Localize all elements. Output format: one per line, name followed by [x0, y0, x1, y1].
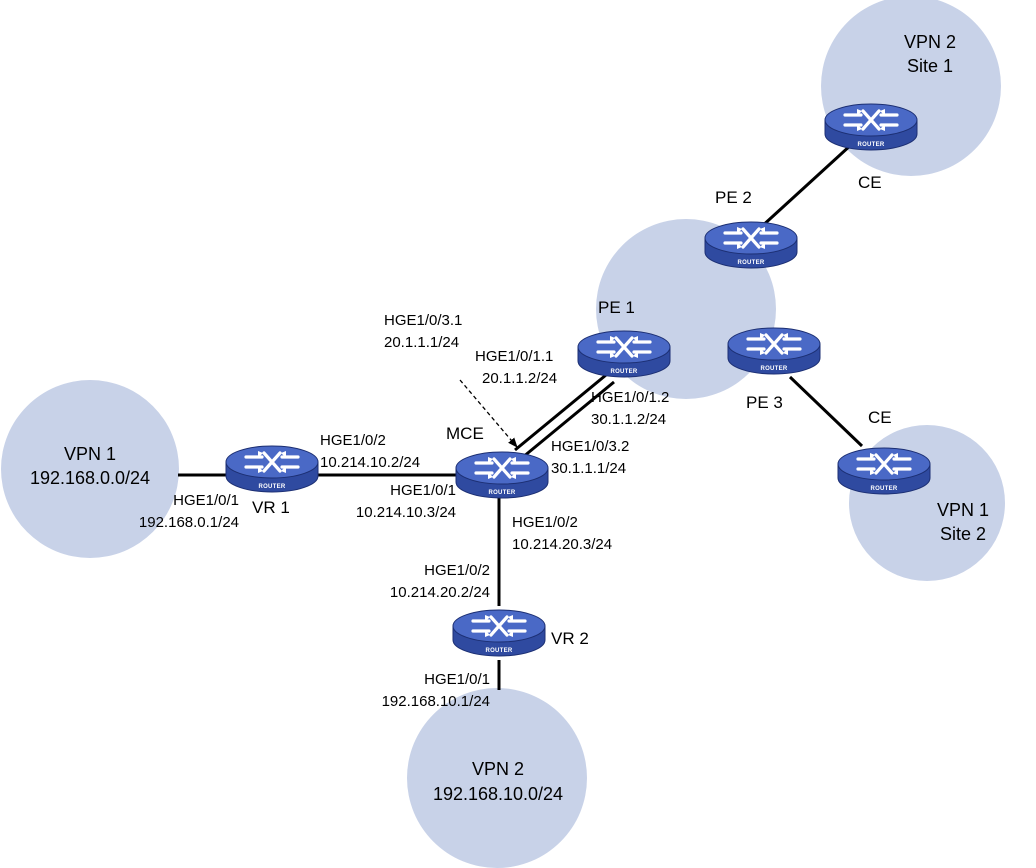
router-pe2[interactable]: ROUTER [703, 220, 799, 270]
router-caption: ROUTER [870, 486, 897, 492]
vpn1-left-subnet: 192.168.0.0/24 [30, 468, 150, 488]
vpn1-site2-site: Site 2 [940, 524, 986, 544]
router-ce-site1[interactable]: ROUTER [823, 102, 919, 152]
link-pe3-ce-site2 [788, 375, 864, 448]
annotation-arrow [459, 379, 518, 448]
link-mce-pe1-b [522, 380, 615, 459]
mce-hge1032-port: HGE1/0/3.2 [551, 438, 629, 455]
pe1-hge1011-ip: 20.1.1.2/24 [482, 370, 557, 387]
mce-hge1032-ip: 30.1.1.1/24 [551, 460, 626, 477]
vpn2-bottom-subnet: 192.168.10.0/24 [433, 784, 563, 804]
pe1-hge1011-port: HGE1/0/1.1 [475, 348, 553, 365]
vr1-hge102-port: HGE1/0/2 [320, 432, 386, 449]
vr2-hge101-port: HGE1/0/1 [424, 671, 490, 688]
device-label-mce: MCE [446, 424, 484, 443]
router-ce-site2[interactable]: ROUTER [836, 446, 932, 496]
vpn1-left-cloud [1, 380, 179, 558]
vr1-hge101-port: HGE1/0/1 [173, 492, 239, 509]
vr2-hge101-ip: 192.168.10.1/24 [382, 693, 490, 710]
device-labels: PE 1 PE 2 PE 3 MCE VR 1 VR 2 CE CE [252, 173, 892, 648]
link-pe2-ce-site1 [758, 142, 854, 230]
router-pe1[interactable]: ROUTER [576, 329, 672, 379]
link-mce-pe1-a [514, 373, 607, 452]
mce-hge1031-port: HGE1/0/3.1 [384, 312, 462, 329]
mce-hge102-port: HGE1/0/2 [512, 514, 578, 531]
device-label-pe3: PE 3 [746, 393, 783, 412]
device-label-pe2: PE 2 [715, 188, 752, 207]
mce-hge1031-ip: 20.1.1.1/24 [384, 334, 459, 351]
vpn2-bottom-cloud [407, 688, 587, 868]
vpn2-site1-site: Site 1 [907, 56, 953, 76]
device-label-pe1: PE 1 [598, 298, 635, 317]
vpn1-left-name: VPN 1 [64, 444, 116, 464]
router-caption: ROUTER [485, 648, 512, 654]
router-caption: ROUTER [610, 369, 637, 375]
vpn1-site2-name: VPN 1 [937, 500, 989, 520]
mce-hge101-ip: 10.214.10.3/24 [356, 504, 456, 521]
device-label-vr1: VR 1 [252, 498, 290, 517]
router-caption: ROUTER [258, 484, 285, 490]
vpn2-bottom-name: VPN 2 [472, 759, 524, 779]
pe1-hge1012-port: HGE1/0/1.2 [591, 389, 669, 406]
vr1-hge101-ip: 192.168.0.1/24 [139, 514, 239, 531]
interface-labels: HGE1/0/1 192.168.0.1/24 HGE1/0/2 10.214.… [139, 312, 669, 710]
network-labels: VPN 1 192.168.0.0/24 VPN 2 192.168.10.0/… [30, 32, 989, 804]
vr2-hge102-ip: 10.214.20.2/24 [390, 584, 490, 601]
device-label-ce-site1: CE [858, 173, 882, 192]
links [178, 142, 864, 690]
router-caption: ROUTER [857, 142, 884, 148]
device-label-ce-site2: CE [868, 408, 892, 427]
device-label-vr2: VR 2 [551, 629, 589, 648]
vr2-hge102-port: HGE1/0/2 [424, 562, 490, 579]
router-caption: ROUTER [737, 260, 764, 266]
mce-hge101-port: HGE1/0/1 [390, 482, 456, 499]
vpn2-site1-name: VPN 2 [904, 32, 956, 52]
router-caption: ROUTER [488, 490, 515, 496]
pe1-hge1012-ip: 30.1.1.2/24 [591, 411, 666, 428]
router-vr1[interactable]: ROUTER [224, 444, 320, 494]
vr1-hge102-ip: 10.214.10.2/24 [320, 454, 420, 471]
router-mce[interactable]: ROUTER [454, 450, 550, 500]
router-vr2[interactable]: ROUTER [451, 608, 547, 658]
mce-hge102-ip: 10.214.20.3/24 [512, 536, 612, 553]
router-pe3[interactable]: ROUTER [726, 326, 822, 376]
router-caption: ROUTER [760, 366, 787, 372]
